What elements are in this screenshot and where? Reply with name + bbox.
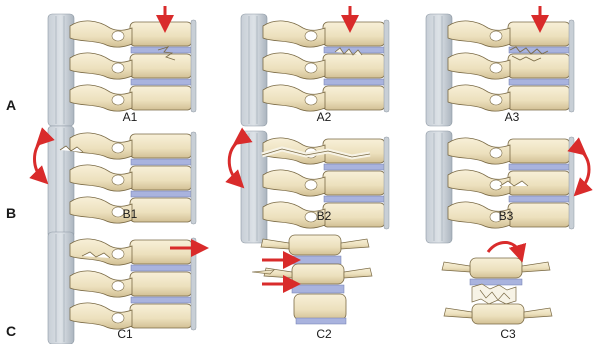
row-label-a: A <box>6 97 16 113</box>
panel-b2 <box>229 131 389 243</box>
row-label-b: B <box>6 205 16 221</box>
panel-label-c2: C2 <box>316 327 332 341</box>
panel-label-b3: B3 <box>499 209 514 223</box>
panel-a2 <box>241 6 389 126</box>
panel-label-b2: B2 <box>317 209 332 223</box>
panel-b1 <box>35 126 197 238</box>
rotation-fracture-fragments <box>472 284 516 304</box>
row-label-c: C <box>6 323 16 339</box>
panel-label-a1: A1 <box>123 110 138 124</box>
panel-label-c1: C1 <box>117 327 133 341</box>
panel-a3 <box>426 6 574 126</box>
extension-distraction-arrow <box>580 150 589 190</box>
rotation-arrow <box>488 242 520 254</box>
panel-label-a2: A2 <box>317 110 332 124</box>
panel-c2 <box>252 235 372 324</box>
panel-label-b1: B1 <box>123 207 138 221</box>
panel-label-c3: C3 <box>500 327 516 341</box>
flexion-distraction-arrow <box>35 140 43 178</box>
panel-label-a3: A3 <box>505 110 520 124</box>
panel-c3 <box>442 242 552 324</box>
flexion-distraction-arrow <box>229 140 240 182</box>
panel-a1 <box>48 6 196 126</box>
panel-b3 <box>426 131 589 243</box>
